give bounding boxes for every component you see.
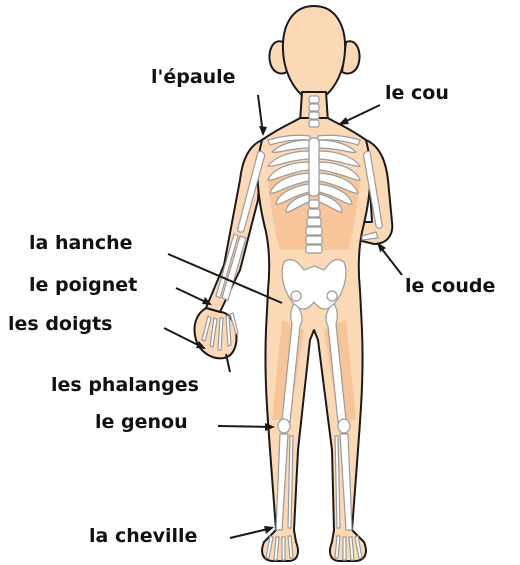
- head: [283, 6, 345, 101]
- label-shoulder: l'épaule: [151, 68, 236, 87]
- label-ankle: la cheville: [89, 527, 197, 546]
- label-fingers: les doigts: [8, 315, 112, 334]
- shoulder-arrowhead: [259, 126, 267, 136]
- right-hip-socket: [327, 291, 337, 301]
- sternum: [309, 138, 319, 196]
- right-patella: [338, 419, 350, 433]
- left-hip-socket: [291, 291, 301, 301]
- label-knee: le genou: [95, 413, 188, 432]
- knee-leader: [218, 426, 273, 427]
- neck-arrowhead: [338, 117, 349, 125]
- label-neck: le cou: [385, 84, 449, 103]
- label-phalanges: les phalanges: [51, 376, 199, 395]
- left-arm: [206, 140, 262, 312]
- label-hip: la hanche: [29, 234, 133, 253]
- label-elbow: le coude: [405, 277, 495, 296]
- pelvis: [282, 260, 346, 310]
- left-patella: [278, 419, 290, 433]
- label-wrist: le poignet: [29, 276, 137, 295]
